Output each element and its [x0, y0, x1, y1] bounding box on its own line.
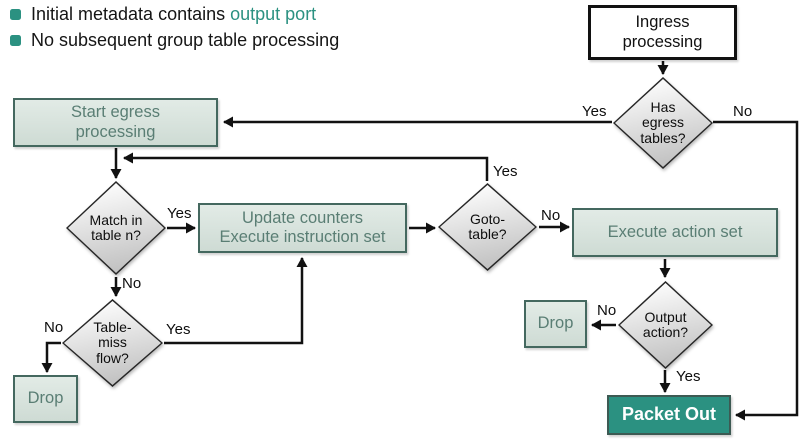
decision-goto-table: Goto- table? — [438, 183, 537, 271]
decision-output-action: Output action? — [618, 281, 713, 369]
node-drop-right: Drop — [524, 300, 587, 348]
bullet-text-main: No subsequent group table processing — [31, 30, 340, 50]
bullet-item: No subsequent group table processing — [10, 29, 570, 52]
node-ingress-processing: Ingress processing — [588, 5, 737, 60]
bullet-item: Initial metadata contains output port — [10, 3, 570, 26]
decision-label: Output action? — [642, 308, 689, 340]
bullet-text-accent: output port — [230, 4, 317, 24]
decision-label: Goto- table? — [468, 210, 507, 242]
edge-label-goto-yes: Yes — [493, 163, 518, 180]
decision-match-in-table: Match in table n? — [66, 181, 166, 275]
decision-label: Has egress tables? — [640, 98, 686, 146]
node-update-counters: Update counters Execute instruction set — [198, 203, 407, 253]
node-packet-out: Packet Out — [607, 395, 731, 435]
edge-label-match-yes: Yes — [167, 205, 192, 222]
bullet-text-main: Initial metadata contains — [31, 4, 231, 24]
node-start-egress-processing: Start egress processing — [13, 98, 218, 147]
edge-has-egress-no-to-packet-out — [713, 120, 799, 421]
node-drop-left: Drop — [13, 375, 78, 423]
edge-label-table-miss-no: No — [44, 319, 64, 336]
decision-table-miss-flow: Table- miss flow? — [62, 299, 163, 387]
edge-table-miss-no-to-drop — [41, 341, 61, 373]
bullet-square-icon — [10, 9, 21, 20]
bullet-text: Initial metadata contains output port — [31, 3, 316, 26]
decision-label: Match in table n? — [89, 211, 143, 243]
decision-label: Table- miss flow? — [93, 318, 132, 366]
node-execute-action-set: Execute action set — [572, 208, 778, 257]
bullet-list: Initial metadata contains output port No… — [10, 3, 570, 55]
edge-label-has-egress-no: No — [733, 103, 753, 120]
bullet-square-icon — [10, 35, 21, 46]
edge-label-table-miss-yes: Yes — [166, 321, 191, 338]
edge-label-output-no: No — [597, 302, 617, 319]
edge-label-has-egress-yes: Yes — [582, 103, 607, 120]
decision-has-egress-tables: Has egress tables? — [613, 77, 713, 169]
edge-label-goto-no: No — [541, 207, 561, 224]
edge-goto-yes-loop — [123, 152, 489, 181]
edge-label-output-yes: Yes — [676, 368, 701, 385]
edge-label-match-no: No — [122, 275, 142, 292]
bullet-text: No subsequent group table processing — [31, 29, 339, 52]
